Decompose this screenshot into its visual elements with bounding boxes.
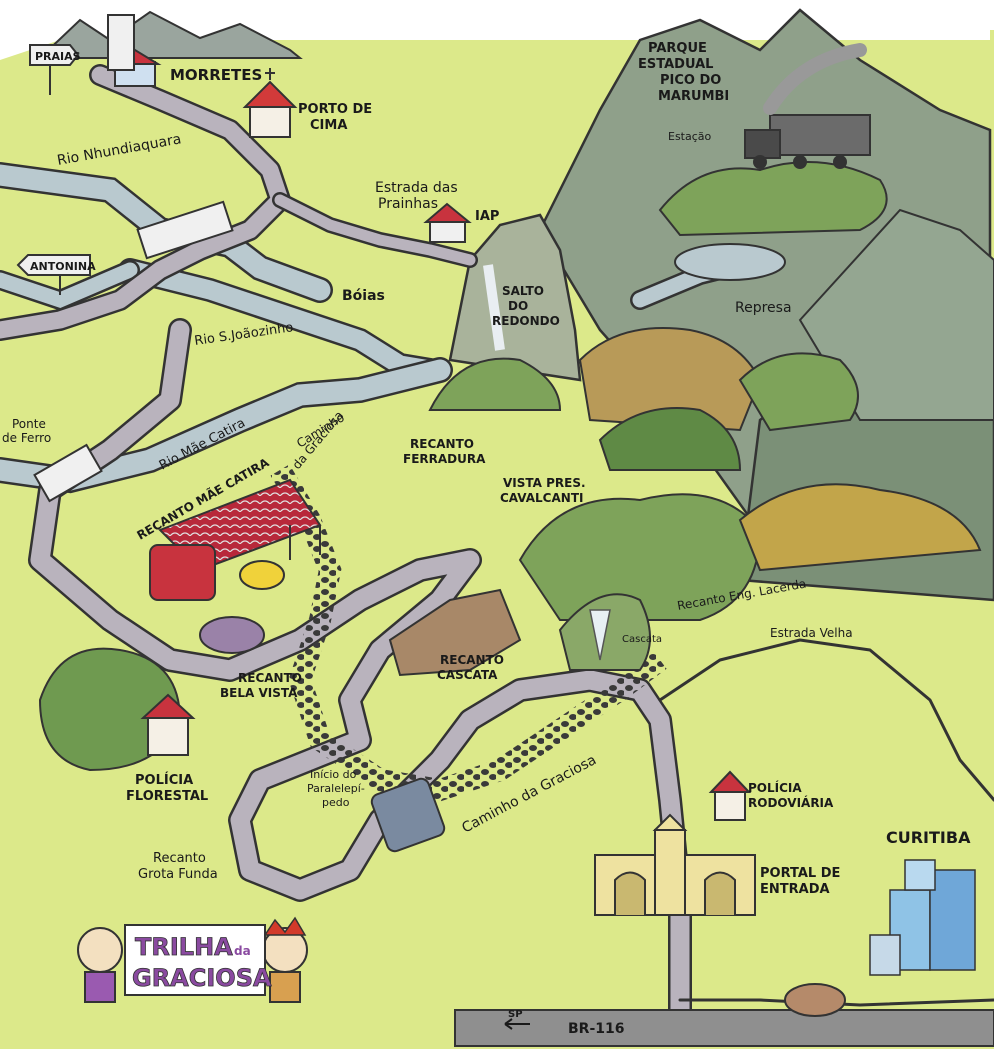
- label-estrada-velha: Estrada Velha: [770, 626, 853, 640]
- train: [744, 43, 871, 169]
- label-ponte-1: Ponte: [12, 417, 46, 431]
- cascata-waterfall: [589, 609, 611, 661]
- label-ponte-2: de Ferro: [2, 431, 51, 445]
- curitiba-buildings: [869, 859, 976, 976]
- label-recanto-bela-vista-2: BELA VISTA: [220, 686, 298, 700]
- label-policia-florestal-2: FLORESTAL: [126, 789, 208, 804]
- car-yellow: [239, 560, 285, 590]
- label-antonina: ANTONINA: [30, 260, 96, 273]
- bridge-nhundiaquara: [136, 200, 234, 260]
- label-parque-3: PICO DO: [660, 73, 721, 88]
- label-salto-2: DO: [508, 299, 528, 313]
- sign-praias: [29, 44, 80, 95]
- label-estacao: Estação: [668, 130, 712, 143]
- label-parque-4: MARUMBI: [658, 89, 729, 104]
- label-salto-3: REDONDO: [492, 314, 560, 328]
- label-inicio-3: pedo: [322, 796, 350, 809]
- label-recanto-cascata-2: CASCATA: [437, 668, 498, 682]
- label-parque-1: PARQUE: [648, 41, 707, 56]
- label-recanto-grota-2: Grota Funda: [138, 867, 218, 882]
- label-policia-florestal-1: POLÍCIA: [135, 772, 193, 788]
- label-recanto-ferradura-1: RECANTO: [410, 437, 474, 451]
- logo-line1-small: da: [234, 944, 251, 958]
- logo-line1: TRILHA: [135, 933, 233, 961]
- label-parque-2: ESTADUAL: [638, 57, 713, 72]
- portal-de-entrada: [594, 813, 756, 916]
- label-recanto-cascata-1: RECANTO: [440, 653, 504, 667]
- car-purple: [199, 616, 265, 654]
- bridge-ponte-de-ferro: [33, 443, 103, 503]
- label-portal-1: PORTAL DE: [760, 866, 840, 881]
- label-br116: BR-116: [568, 1021, 625, 1037]
- label-porto-de-cima-2: CIMA: [310, 118, 347, 133]
- label-praias: PRAIAS: [35, 50, 81, 63]
- road-estrada-velha: [658, 638, 994, 802]
- label-policia-rodoviaria-1: POLÍCIA: [748, 780, 802, 795]
- label-inicio-1: Início do: [310, 768, 357, 781]
- logo-sign: [124, 924, 266, 996]
- house-policia-florestal: [140, 693, 196, 756]
- house-policia-rodoviaria: [708, 770, 752, 821]
- sign-antonina: [16, 254, 91, 295]
- car-bottom: [784, 983, 846, 1017]
- label-porto-de-cima-1: PORTO DE: [298, 102, 372, 117]
- house-iap: [423, 202, 472, 243]
- label-vista-1: VISTA PRES.: [503, 476, 586, 490]
- logo-girl-figure: [77, 927, 123, 973]
- cobblestone-path: [270, 464, 667, 802]
- label-vista-2: CAVALCANTI: [500, 491, 583, 505]
- cliff: [388, 588, 522, 677]
- rivers: [0, 162, 770, 494]
- label-salto-1: SALTO: [502, 284, 544, 298]
- label-cascata: Cascata: [622, 634, 662, 645]
- church-porto-de-cima: [242, 68, 298, 138]
- bus-red: [149, 544, 216, 601]
- label-portal-2: ENTRADA: [760, 882, 830, 897]
- label-represa: Represa: [735, 300, 792, 316]
- label-policia-rodoviaria-2: RODOVIÁRIA: [748, 795, 834, 810]
- label-curitiba: CURITIBA: [886, 828, 971, 847]
- forests: [38, 161, 982, 772]
- house-morretes: [107, 14, 162, 87]
- label-estrada-das-prainhas-2: Prainhas: [378, 196, 438, 212]
- label-recanto-bela-vista-1: RECANTO: [238, 671, 302, 685]
- bus-grey: [370, 777, 446, 853]
- label-boias: Bóias: [342, 288, 385, 304]
- label-recanto-ferradura-2: FERRADURA: [403, 452, 486, 466]
- label-iap: IAP: [475, 209, 499, 224]
- label-sp: SP: [508, 1009, 523, 1020]
- label-estrada-das-prainhas-1: Estrada das: [375, 180, 458, 196]
- represa-lake: [674, 243, 786, 281]
- mountains-top-left: [37, 10, 303, 59]
- label-inicio-2: Paralelepí-: [307, 782, 365, 795]
- logo-trilha-da-graciosa: TRILHA da GRACIOSA: [77, 916, 308, 1003]
- label-morretes: MORRETES: [170, 66, 262, 84]
- br116-highway: [454, 1009, 994, 1047]
- logo-line2: GRACIOSA: [132, 964, 272, 992]
- label-recanto-grota-1: Recanto: [153, 851, 206, 866]
